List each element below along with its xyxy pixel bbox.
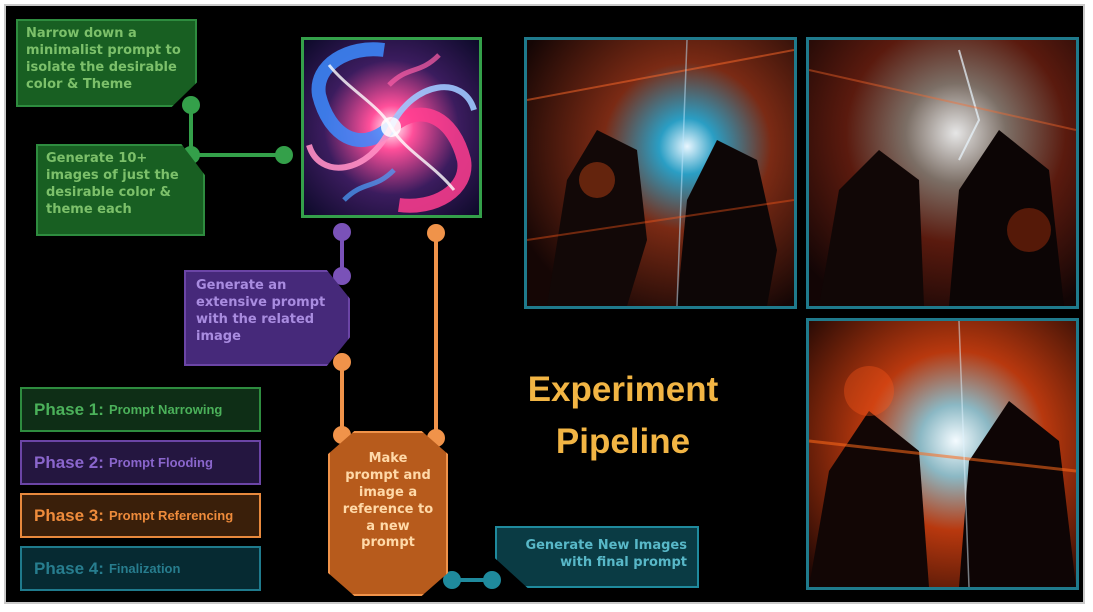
step-extensive-prompt: Generate an extensive prompt with the re… (184, 270, 350, 366)
phase-2-legend: Phase 2: Prompt Flooding (20, 440, 261, 485)
step-generate-images: Generate 10+ images of just the desirabl… (36, 144, 205, 236)
phase-4-legend: Phase 4: Finalization (20, 546, 261, 591)
step-narrow-prompt: Narrow down a minimalist prompt to isola… (16, 19, 197, 107)
connector-layer (182, 96, 501, 589)
phase-2-desc: Prompt Flooding (108, 455, 213, 470)
diagram-canvas: Narrow down a minimalist prompt to isola… (4, 4, 1085, 604)
battle-artwork-3 (809, 321, 1076, 587)
battle-artwork-2 (809, 40, 1076, 306)
step-reference-text: Make prompt and image a reference to a n… (342, 451, 434, 551)
phase-3-name: Phase 3: (34, 505, 104, 525)
battle-artwork-1 (527, 40, 794, 306)
teal-node-left (443, 571, 461, 589)
swirl-theme-image (301, 37, 482, 218)
swirl-artwork (304, 40, 479, 215)
phase-3-desc: Prompt Referencing (108, 508, 234, 523)
phase-1-legend: Phase 1: Prompt Narrowing (20, 387, 261, 432)
phase-1-name: Phase 1: (34, 399, 104, 419)
phase-2-name: Phase 2: (34, 452, 104, 472)
purple-node-top (333, 223, 351, 241)
phase-1-desc: Prompt Narrowing (108, 402, 223, 417)
phase-4-name: Phase 4: (34, 558, 104, 578)
purple-node-bottom (333, 267, 351, 285)
orange-node-right-top (427, 224, 445, 242)
step-extensive-prompt-text: Generate an extensive prompt with the re… (196, 278, 326, 344)
step-reference: Make prompt and image a reference to a n… (328, 431, 448, 596)
generated-image-1 (524, 37, 797, 309)
phase-4-desc: Finalization (108, 561, 181, 576)
step-generate-new-images-text: Generate New Images with final prompt (525, 538, 687, 570)
green-node-right (275, 146, 293, 164)
generated-image-2 (806, 37, 1079, 309)
orange-node-left-top (333, 353, 351, 371)
teal-node-right (483, 571, 501, 589)
diagram-title-line2: Pipeline (555, 422, 691, 461)
step-narrow-prompt-text: Narrow down a minimalist prompt to isola… (26, 26, 181, 92)
step-generate-new-images: Generate New Images with final prompt (495, 526, 699, 588)
step-generate-images-text: Generate 10+ images of just the desirabl… (46, 151, 179, 217)
generated-image-3 (806, 318, 1079, 590)
diagram-title-line1: Experiment (527, 370, 719, 409)
phase-3-legend: Phase 3: Prompt Referencing (20, 493, 261, 538)
green-node-top (182, 96, 200, 114)
